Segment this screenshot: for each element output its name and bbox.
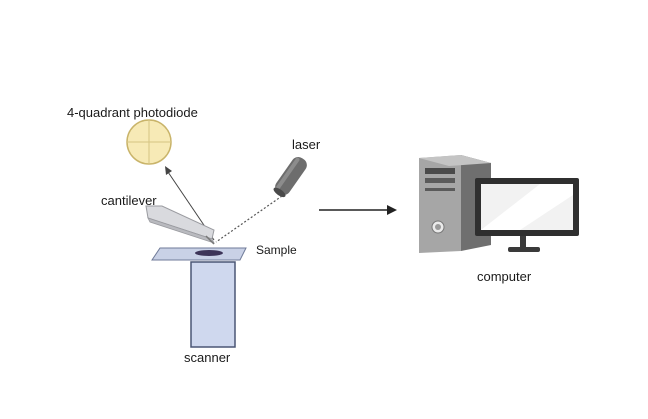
computer-label: computer: [477, 269, 532, 284]
laser-label: laser: [292, 137, 321, 152]
arrow-icon: [319, 205, 397, 215]
scanner-block: [190, 261, 236, 348]
monitor-icon: [475, 178, 579, 252]
incident-beam: [215, 195, 283, 243]
photodiode-icon: [126, 119, 172, 165]
scanner-label: scanner: [184, 350, 231, 365]
cantilever-icon: [145, 205, 215, 245]
sample-label: Sample: [256, 243, 297, 257]
photodiode-label: 4-quadrant photodiode: [67, 105, 198, 120]
sample-plate: [151, 247, 247, 261]
cantilever-label: cantilever: [101, 193, 157, 208]
laser-icon: [273, 156, 307, 198]
